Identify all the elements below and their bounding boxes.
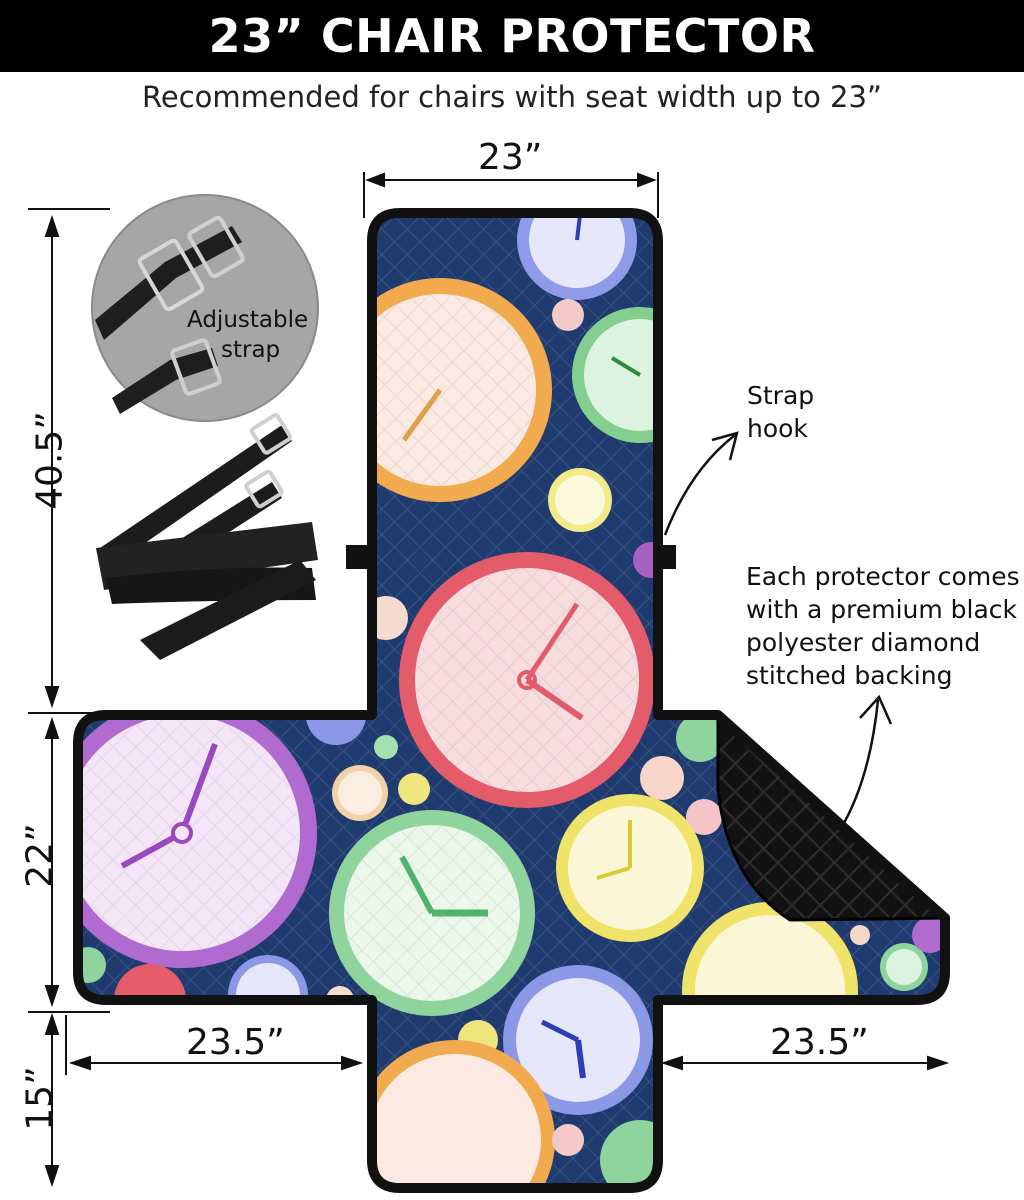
dimension-top-width: 23”: [478, 137, 543, 178]
strap-hook-right: [656, 545, 676, 569]
page-title: 23” CHAIR PROTECTOR: [208, 9, 816, 63]
backing-note-line: Each protector comes: [746, 562, 1020, 591]
strap-label-line1: Adjustable: [187, 307, 309, 333]
backing-note-line: polyester diamond: [746, 628, 981, 657]
callout-arrows: [663, 431, 893, 831]
title-banner: 23” CHAIR PROTECTOR: [0, 0, 1024, 72]
dimension-right-arm: 23.5”: [770, 1022, 869, 1063]
strap-label-line2: strap: [220, 337, 281, 363]
strap-closeup-circle: [91, 194, 319, 422]
strap-label: Adjustable strap: [187, 305, 308, 365]
dimension-lines: [28, 172, 950, 1188]
hook-label: Strap hook: [747, 379, 814, 445]
dimension-left-arm: 23.5”: [186, 1022, 285, 1063]
loose-strap-image: [96, 413, 318, 660]
hook-arrow: [663, 434, 736, 536]
backing-arrow: [838, 699, 880, 831]
strap-inset: [91, 194, 319, 422]
protector-outline: [73, 208, 950, 1193]
page-subtitle: Recommended for chairs with seat width u…: [142, 80, 882, 114]
dimension-seat-depth: 22”: [19, 823, 61, 888]
hook-label-line2: hook: [747, 414, 808, 443]
backing-note-line: stitched backing: [746, 661, 953, 690]
backing-note: Each protector comes with a premium blac…: [746, 560, 1020, 692]
backing-note-line: with a premium black: [746, 595, 1018, 624]
dimension-back-height: 40.5”: [29, 411, 71, 510]
dimension-front-drop: 15”: [19, 1066, 61, 1131]
strap-hook-left: [346, 545, 368, 569]
hook-label-line1: Strap: [747, 381, 815, 410]
